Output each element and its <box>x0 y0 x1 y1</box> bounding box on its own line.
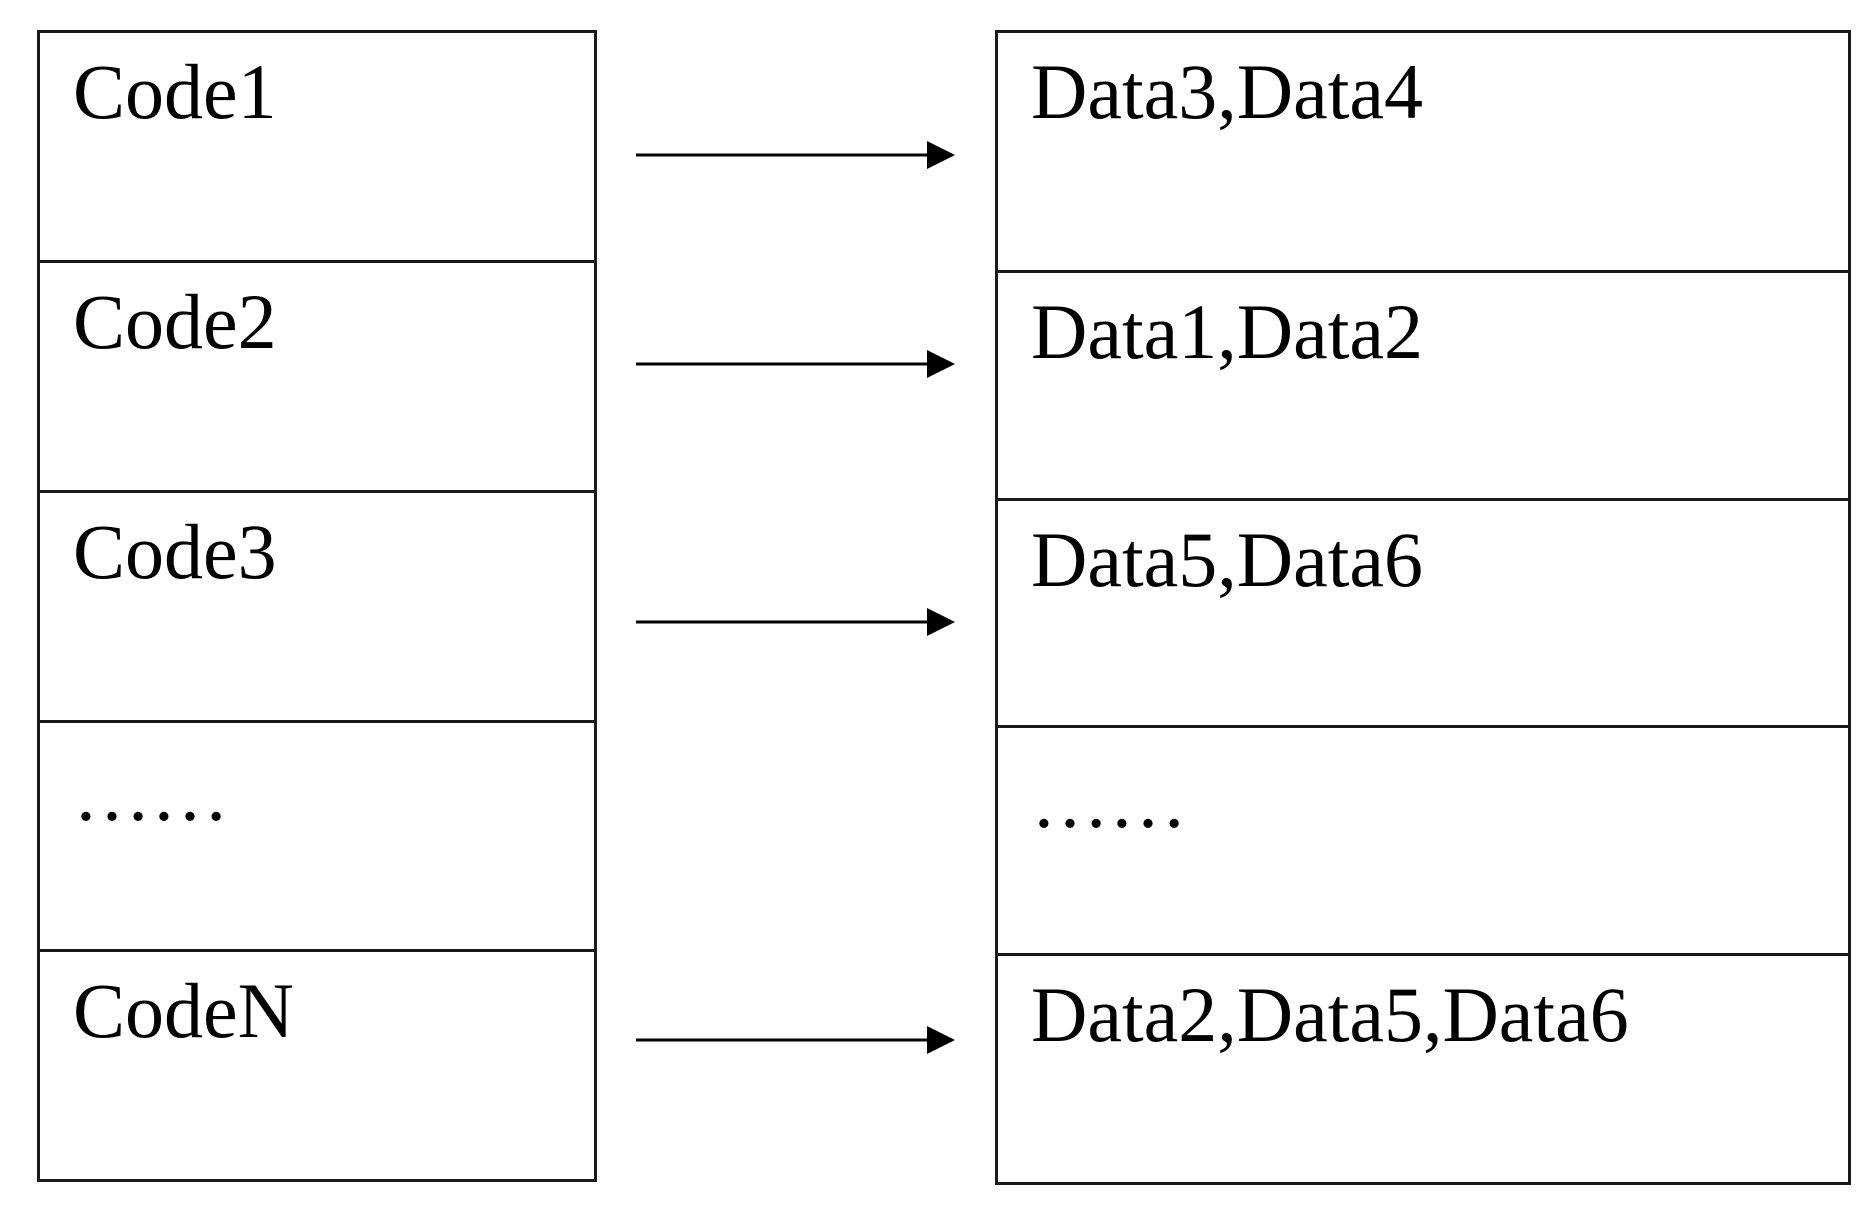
code-cell: Code2 <box>40 260 594 490</box>
data-label: Data5,Data6 <box>1031 516 1423 603</box>
code-label: Code3 <box>73 508 277 595</box>
arrow <box>636 350 955 378</box>
data-cell: Data2,Data5,Data6 <box>998 953 1848 1182</box>
data-cell: Data3,Data4 <box>998 33 1848 270</box>
code-label: Code1 <box>73 48 277 135</box>
data-label: Data2,Data5,Data6 <box>1031 971 1629 1058</box>
arrow <box>636 1026 955 1054</box>
code-cell: CodeN <box>40 949 594 1179</box>
data-cell: Data1,Data2 <box>998 270 1848 498</box>
data-label: Data3,Data4 <box>1031 48 1423 135</box>
code-label: CodeN <box>73 967 294 1054</box>
code-cell: …… <box>40 720 594 949</box>
code-column: Code1 Code2 Code3 …… CodeN <box>37 30 597 1182</box>
arrow <box>636 141 955 169</box>
data-column: Data3,Data4 Data1,Data2 Data5,Data6 …… D… <box>995 30 1851 1185</box>
data-label: Data1,Data2 <box>1031 288 1423 375</box>
data-cell: …… <box>998 725 1848 953</box>
code-label: …… <box>73 750 229 837</box>
data-label: …… <box>1031 757 1187 844</box>
data-cell: Data5,Data6 <box>998 498 1848 725</box>
arrow <box>636 608 955 636</box>
code-cell: Code3 <box>40 490 594 720</box>
code-label: Code2 <box>73 278 277 365</box>
code-cell: Code1 <box>40 33 594 260</box>
